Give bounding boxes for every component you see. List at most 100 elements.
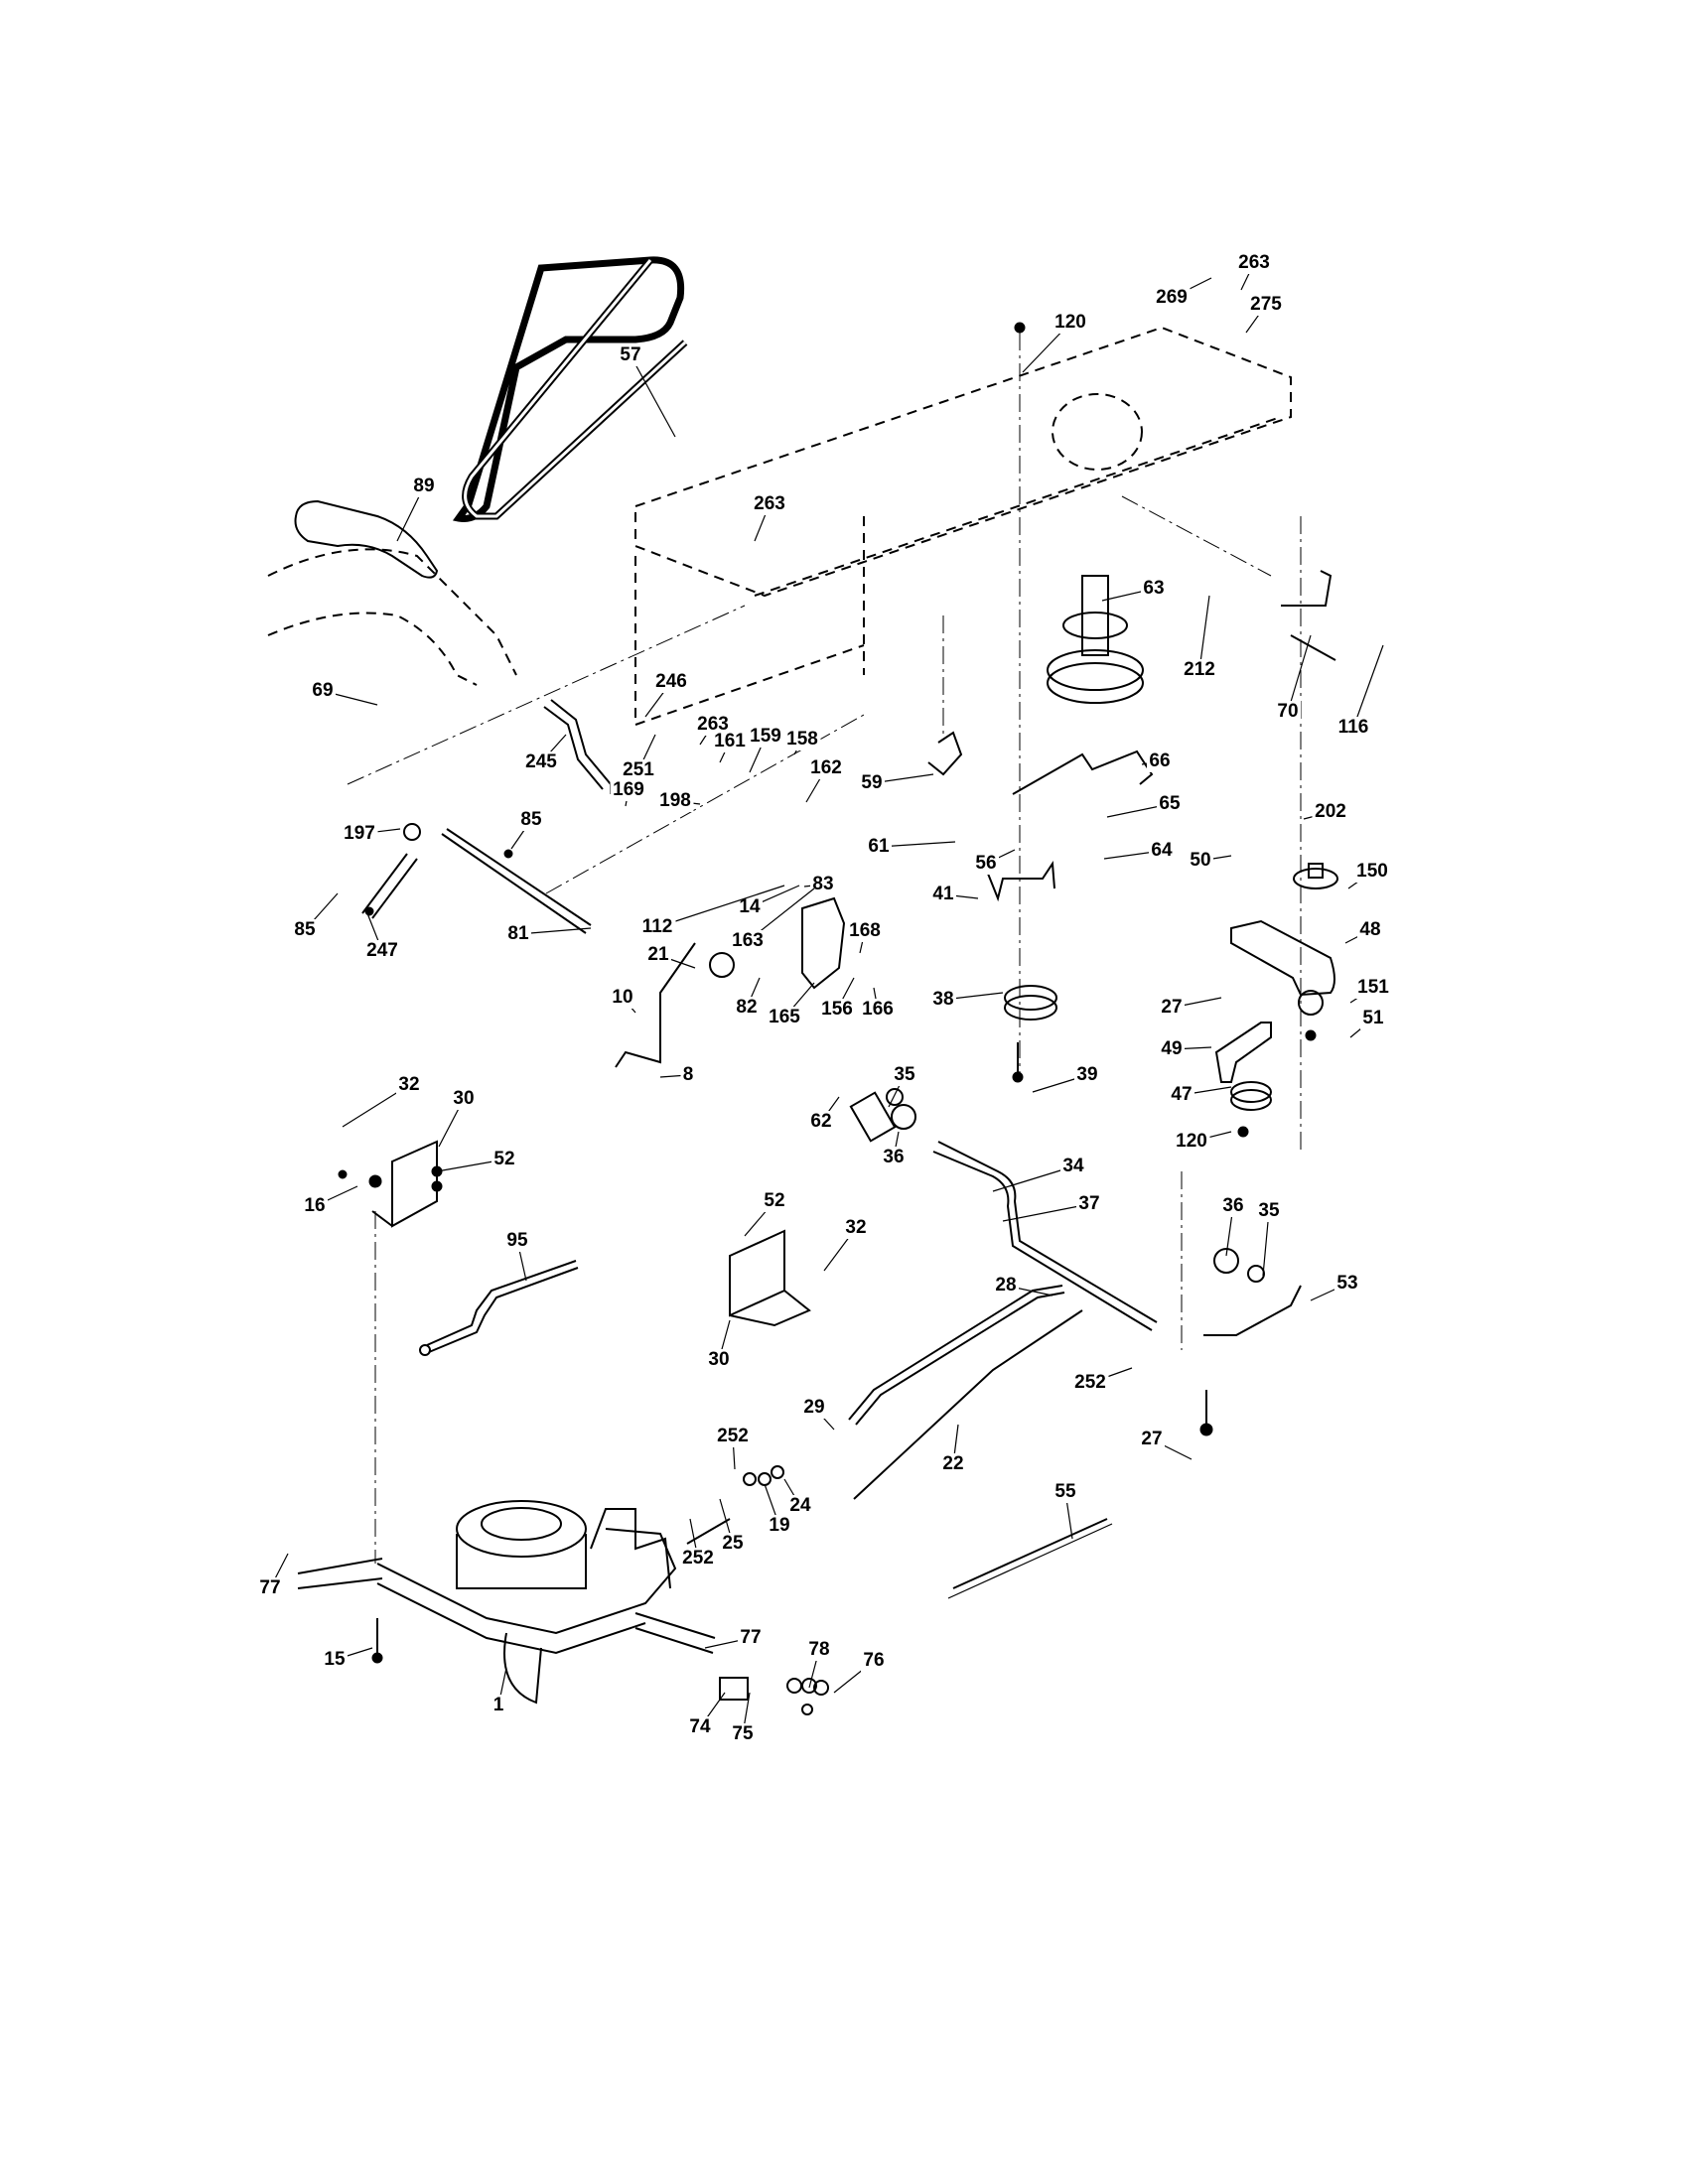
part-label-78: 78 — [808, 1639, 829, 1660]
part-95-rod — [419, 1260, 579, 1356]
label-background — [1141, 578, 1167, 600]
part-label-245: 245 — [525, 751, 557, 772]
label-background — [808, 1111, 834, 1133]
part-label-120: 120 — [1176, 1131, 1207, 1152]
label-background — [930, 989, 956, 1011]
part-label-252: 252 — [682, 1548, 714, 1569]
label-background — [866, 836, 892, 858]
label-background — [738, 1627, 764, 1649]
part-label-48: 48 — [1359, 919, 1380, 940]
part-label-83: 83 — [812, 874, 833, 894]
part-label-30: 30 — [453, 1088, 474, 1109]
part-label-35: 35 — [1258, 1200, 1280, 1221]
part-label-89: 89 — [413, 476, 434, 496]
label-background — [1159, 997, 1185, 1019]
leader-line-70 — [1287, 634, 1312, 713]
label-background — [714, 1426, 752, 1447]
part-label-21: 21 — [647, 944, 669, 965]
part-label-75: 75 — [732, 1723, 754, 1744]
part-label-162: 162 — [810, 757, 842, 778]
part-label-263: 263 — [1238, 252, 1270, 273]
label-background — [861, 1650, 887, 1672]
part-81-lever — [441, 828, 592, 934]
part-label-39: 39 — [1076, 1064, 1097, 1085]
part-1-transaxle — [297, 1500, 716, 1705]
label-background — [1153, 287, 1191, 309]
leader-line-116 — [1352, 644, 1384, 729]
part-label-161: 161 — [714, 731, 746, 751]
label-background — [1181, 659, 1218, 681]
part-label-275: 275 — [1250, 294, 1282, 315]
part-label-197: 197 — [344, 823, 375, 844]
label-background — [656, 790, 694, 812]
part-label-24: 24 — [789, 1495, 811, 1516]
label-background — [737, 896, 763, 918]
label-background — [1147, 751, 1173, 772]
label-background — [1235, 252, 1273, 274]
label-background — [993, 1275, 1019, 1297]
part-label-32: 32 — [845, 1217, 866, 1238]
part-8-rod — [615, 942, 696, 1068]
label-background — [711, 731, 749, 752]
part-label-38: 38 — [932, 989, 953, 1010]
hardware — [338, 322, 1324, 1715]
label-background — [1354, 977, 1392, 999]
label-background — [396, 1074, 422, 1096]
part-label-70: 70 — [1277, 701, 1298, 722]
part-165-bracket — [801, 896, 846, 990]
part-label-168: 168 — [849, 920, 881, 941]
part-label-51: 51 — [1362, 1008, 1384, 1028]
part-30-bracket-right — [729, 1229, 811, 1327]
part-38-pulley — [1004, 985, 1057, 1021]
part-label-65: 65 — [1159, 793, 1181, 814]
leader-line-112 — [656, 885, 785, 928]
part-label-19: 19 — [769, 1515, 789, 1536]
drive-belt — [452, 256, 688, 522]
part-47-pulley — [1230, 1081, 1272, 1111]
part-label-202: 202 — [1315, 801, 1346, 822]
label-background — [1159, 1038, 1185, 1060]
part-label-82: 82 — [736, 997, 757, 1018]
part-label-198: 198 — [659, 790, 691, 811]
label-background — [751, 493, 788, 515]
label-background — [818, 999, 856, 1021]
label-background — [806, 1639, 832, 1661]
part-label-77: 77 — [259, 1577, 280, 1598]
label-background — [694, 714, 732, 736]
label-background — [1060, 1156, 1086, 1177]
part-label-163: 163 — [732, 930, 764, 951]
part-label-14: 14 — [739, 896, 761, 917]
label-background — [1052, 1481, 1078, 1503]
label-background — [1256, 1200, 1282, 1222]
label-background — [451, 1088, 477, 1110]
label-background — [859, 772, 885, 794]
part-label-112: 112 — [642, 916, 673, 937]
part-label-263: 263 — [697, 714, 729, 735]
part-label-81: 81 — [507, 923, 529, 944]
leader-line-57 — [630, 354, 676, 438]
part-label-116: 116 — [1338, 717, 1369, 738]
label-background — [767, 1515, 792, 1537]
label-background — [363, 940, 401, 962]
label-background — [783, 729, 821, 751]
part-label-159: 159 — [750, 726, 781, 747]
label-background — [973, 853, 999, 875]
label-background — [730, 1723, 756, 1745]
part-label-120: 120 — [1054, 312, 1086, 333]
part-label-8: 8 — [683, 1064, 694, 1085]
part-label-59: 59 — [861, 772, 882, 793]
leader-line-34 — [992, 1165, 1074, 1192]
label-background — [610, 987, 635, 1009]
label-background — [645, 944, 671, 966]
part-label-50: 50 — [1190, 850, 1210, 871]
part-label-55: 55 — [1054, 1481, 1076, 1502]
label-background — [679, 1548, 717, 1570]
label-background — [1275, 701, 1301, 723]
part-30-bracket-left — [371, 1140, 438, 1228]
label-background — [618, 344, 643, 366]
part-label-252: 252 — [717, 1426, 749, 1446]
label-background — [787, 1495, 813, 1517]
label-background — [1188, 850, 1213, 872]
part-label-247: 247 — [366, 940, 398, 961]
